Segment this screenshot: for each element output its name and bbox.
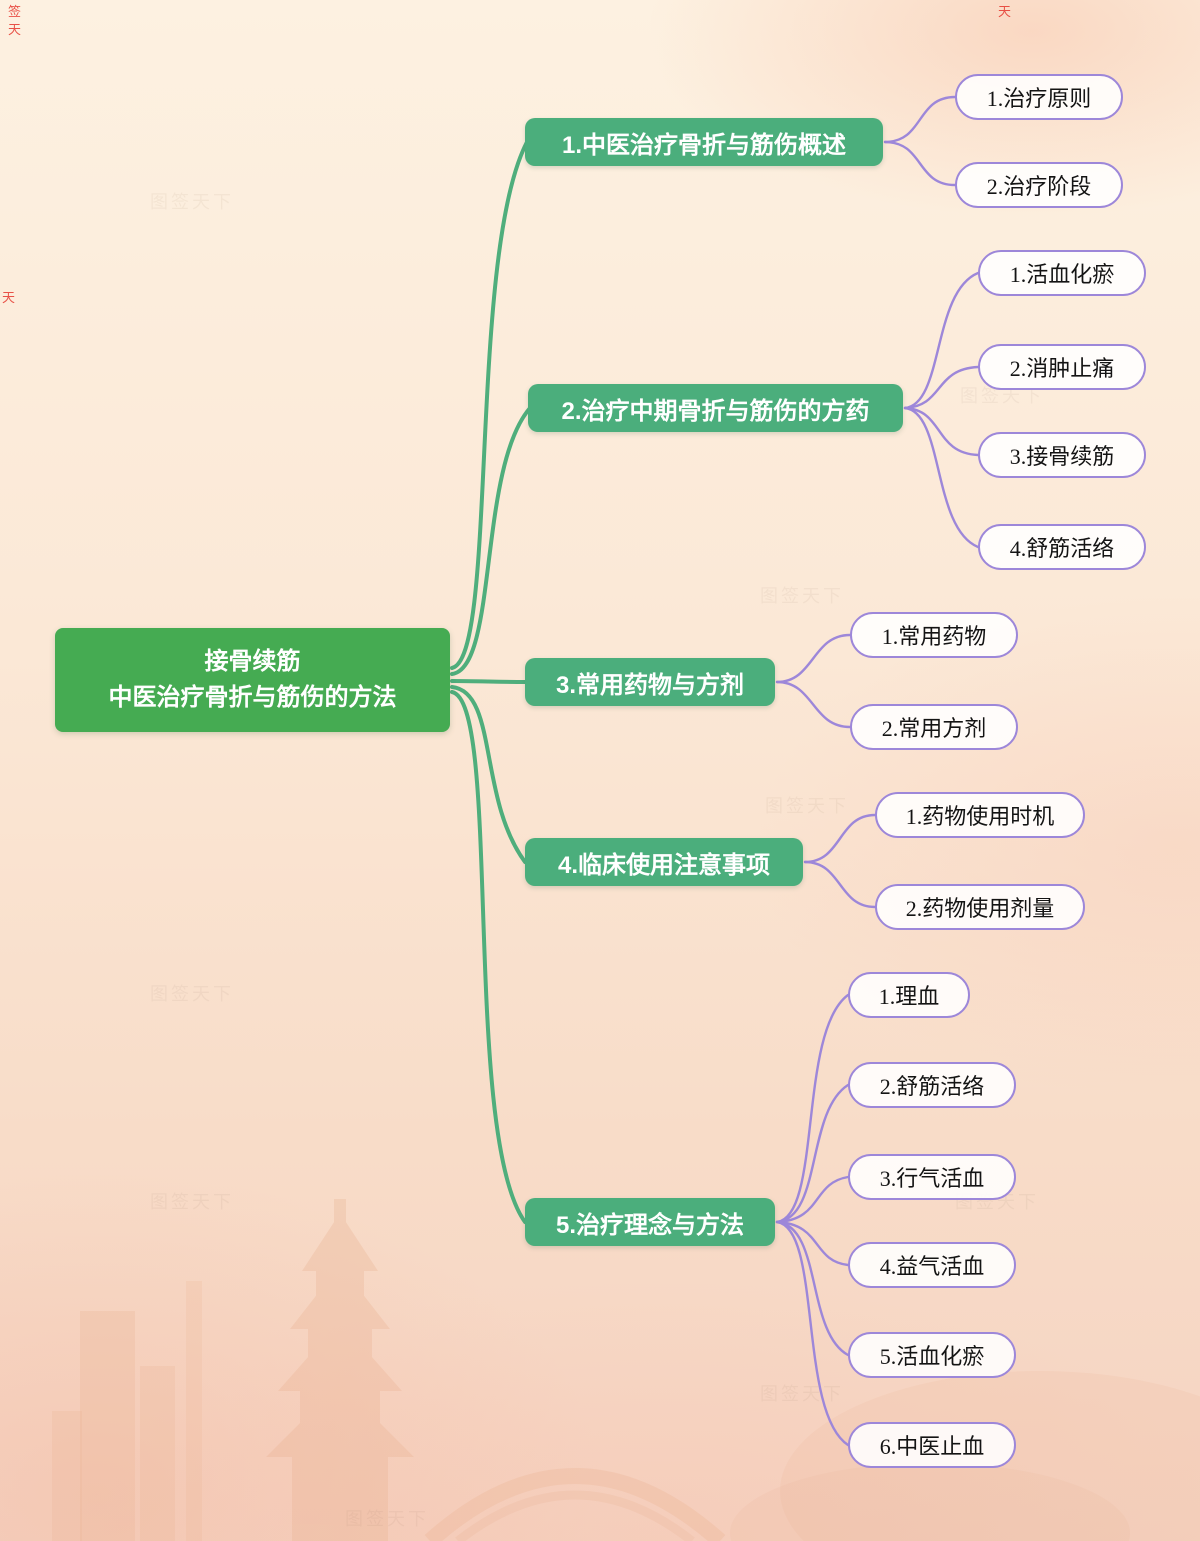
leaf-label: 3.接骨续筋 bbox=[1009, 444, 1115, 469]
edge-b1-l2 bbox=[883, 140, 957, 187]
leaf-node-1-2[interactable]: 2.治疗阶段 bbox=[955, 162, 1123, 208]
leaf-node-2-4[interactable]: 4.舒筋活络 bbox=[978, 524, 1146, 570]
edge-b5-l1 bbox=[775, 993, 850, 1224]
edge-b5-l6 bbox=[775, 1220, 850, 1447]
leaf-label: 2.药物使用剂量 bbox=[905, 896, 1055, 921]
branch-node-5[interactable]: 5.治疗理念与方法 bbox=[525, 1198, 775, 1246]
edge-root-branch3 bbox=[450, 679, 527, 684]
edge-mark: 天 bbox=[2, 290, 16, 305]
edge-root-branch2 bbox=[450, 406, 532, 676]
leaf-label: 4.益气活血 bbox=[879, 1254, 985, 1279]
edge-mark: 天 bbox=[998, 4, 1012, 19]
leaf-node-5-3[interactable]: 3.行气活血 bbox=[848, 1154, 1016, 1200]
leaf-node-2-2[interactable]: 2.消肿止痛 bbox=[978, 344, 1146, 390]
leaf-label: 5.活血化瘀 bbox=[879, 1344, 985, 1369]
leaf-node-5-5[interactable]: 5.活血化瘀 bbox=[848, 1332, 1016, 1378]
root-title-line1: 接骨续筋 bbox=[204, 648, 301, 675]
edge-b5-l5 bbox=[775, 1220, 850, 1357]
watermark: 图签天下 bbox=[760, 1384, 844, 1404]
leaf-node-3-1[interactable]: 1.常用药物 bbox=[850, 612, 1018, 658]
watermark: 图签天下 bbox=[150, 1192, 234, 1212]
edge-b5-l3 bbox=[775, 1175, 850, 1224]
leaf-node-5-2[interactable]: 2.舒筋活络 bbox=[848, 1062, 1016, 1108]
leaf-label: 1.理血 bbox=[878, 984, 940, 1009]
edge-root-branch4 bbox=[450, 685, 527, 864]
branch-label: 4.临床使用注意事项 bbox=[557, 851, 770, 879]
leaf-label: 2.舒筋活络 bbox=[879, 1074, 985, 1099]
edge-b2-l3 bbox=[903, 406, 980, 457]
edge-b2-l4 bbox=[903, 406, 980, 549]
edge-mark: 天 bbox=[8, 22, 22, 37]
branch-label: 3.常用药物与方剂 bbox=[555, 671, 744, 699]
leaf-node-5-4[interactable]: 4.益气活血 bbox=[848, 1242, 1016, 1288]
leaf-node-3-2[interactable]: 2.常用方剂 bbox=[850, 704, 1018, 750]
root-node[interactable]: 接骨续筋 中医治疗骨折与筋伤的方法 bbox=[55, 628, 450, 732]
leaf-node-2-3[interactable]: 3.接骨续筋 bbox=[978, 432, 1146, 478]
branch-label: 1.中医治疗骨折与筋伤概述 bbox=[561, 131, 846, 159]
branch-node-3[interactable]: 3.常用药物与方剂 bbox=[525, 658, 775, 706]
leaf-label: 6.中医止血 bbox=[879, 1434, 985, 1459]
edge-root-branch1 bbox=[450, 140, 529, 670]
edge-b3-l1 bbox=[775, 633, 852, 684]
edge-b3-l2 bbox=[775, 680, 852, 729]
leaf-node-1-1[interactable]: 1.治疗原则 bbox=[955, 74, 1123, 120]
leaf-label: 2.消肿止痛 bbox=[1009, 356, 1115, 381]
branch-node-4[interactable]: 4.临床使用注意事项 bbox=[525, 838, 803, 886]
edge-b4-l2 bbox=[803, 860, 877, 909]
branch-edges bbox=[450, 140, 532, 1224]
leaf-label: 2.常用方剂 bbox=[881, 716, 987, 741]
leaf-node-4-1[interactable]: 1.药物使用时机 bbox=[875, 792, 1085, 838]
leaf-node-2-1[interactable]: 1.活血化瘀 bbox=[978, 250, 1146, 296]
branch-node-2[interactable]: 2.治疗中期骨折与筋伤的方药 bbox=[528, 384, 903, 432]
leaf-label: 1.治疗原则 bbox=[986, 86, 1092, 111]
edge-b5-l2 bbox=[775, 1083, 850, 1224]
watermark: 图签天下 bbox=[150, 984, 234, 1004]
edge-b1-l1 bbox=[883, 95, 957, 144]
leaf-node-5-6[interactable]: 6.中医止血 bbox=[848, 1422, 1016, 1468]
leaf-label: 3.行气活血 bbox=[879, 1166, 985, 1191]
leaf-label: 4.舒筋活络 bbox=[1009, 536, 1115, 561]
leaf-label: 1.药物使用时机 bbox=[905, 804, 1055, 829]
edge-b2-l1 bbox=[903, 271, 980, 410]
edge-b5-l4 bbox=[775, 1220, 850, 1267]
leaf-label: 1.常用药物 bbox=[881, 624, 987, 649]
watermark: 图签天下 bbox=[150, 192, 234, 212]
watermark: 图签天下 bbox=[345, 1509, 429, 1529]
watermark: 图签天下 bbox=[760, 586, 844, 606]
watermark: 图签天下 bbox=[765, 796, 849, 816]
leaf-node-5-1[interactable]: 1.理血 bbox=[848, 972, 970, 1018]
edge-b4-l1 bbox=[803, 813, 877, 864]
root-title-line2: 中医治疗骨折与筋伤的方法 bbox=[108, 684, 397, 711]
leaf-label: 1.活血化瘀 bbox=[1009, 262, 1115, 287]
branch-label: 2.治疗中期骨折与筋伤的方药 bbox=[561, 397, 870, 425]
leaf-node-4-2[interactable]: 2.药物使用剂量 bbox=[875, 884, 1085, 930]
edge-b2-l2 bbox=[903, 365, 980, 410]
edge-mark: 签 bbox=[8, 4, 22, 19]
edge-root-branch5 bbox=[450, 690, 527, 1224]
branch-label: 5.治疗理念与方法 bbox=[555, 1211, 744, 1239]
branch-node-1[interactable]: 1.中医治疗骨折与筋伤概述 bbox=[525, 118, 883, 166]
leaf-label: 2.治疗阶段 bbox=[986, 174, 1092, 199]
